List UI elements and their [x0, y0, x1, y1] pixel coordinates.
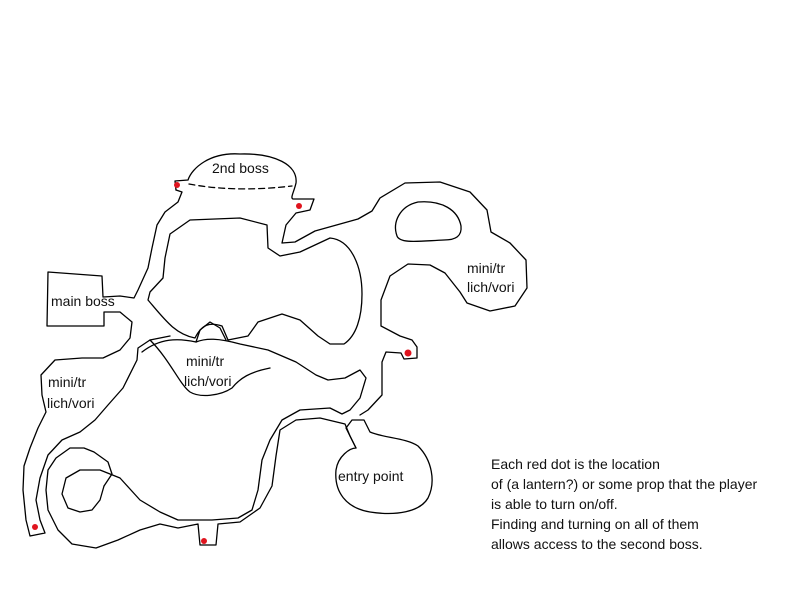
- main-boss-label: main boss: [51, 293, 115, 309]
- second-boss-room-outline: [174, 153, 528, 416]
- second-boss-label: 2nd boss: [212, 160, 269, 176]
- lantern-dot: [32, 524, 38, 530]
- inner-ring-top: [147, 217, 363, 345]
- lantern-dot: [201, 538, 207, 544]
- upper-right-island: [394, 201, 462, 243]
- mini-right-label-1: mini/tr: [467, 260, 505, 276]
- mini-right-label-2: lich/vori: [467, 279, 514, 295]
- central-island: [61, 338, 367, 521]
- mini-left-label-2: lich/vori: [47, 395, 94, 411]
- central-island-notch: [195, 321, 227, 343]
- lantern-dot: [174, 182, 180, 188]
- note-line: Each red dot is the location: [491, 456, 660, 472]
- mini-center-label-1: mini/tr: [186, 353, 224, 369]
- lantern-dot: [404, 349, 412, 357]
- note-line: is able to turn on/off.: [491, 496, 618, 512]
- entry-room-outline: [335, 419, 433, 515]
- note-line: allows access to the second boss.: [491, 536, 703, 552]
- note-line: of (a lantern?) or some prop that the pl…: [491, 476, 758, 492]
- central-island-inner: [149, 339, 271, 397]
- south-loop: [45, 417, 357, 549]
- entry-point-label: entry point: [338, 468, 403, 484]
- lantern-note: Each red dot is the location of (a lante…: [491, 454, 791, 554]
- mini-left-label-1: mini/tr: [48, 374, 86, 390]
- lanterns: [32, 182, 412, 544]
- mini-center-label-2: lich/vori: [184, 373, 231, 389]
- second-boss-room-dashed-door: [188, 183, 293, 190]
- note-line: Finding and turning on all of them: [491, 516, 699, 532]
- lantern-dot: [296, 203, 302, 209]
- outer-corridor-north: [22, 189, 183, 537]
